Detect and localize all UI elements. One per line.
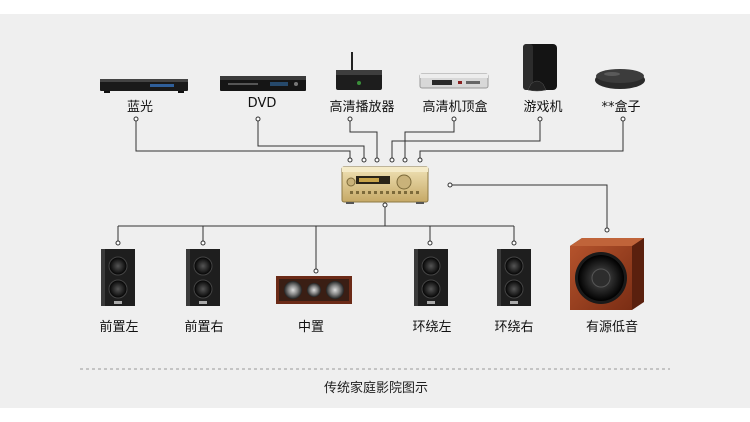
speaker-label-surround-right: 环绕右 <box>494 320 534 335</box>
set-top-box-icon <box>419 73 489 89</box>
wire-bluray <box>135 119 351 160</box>
front-right-speaker-icon <box>186 249 220 306</box>
connection-lines <box>117 119 624 271</box>
speaker-label-surround-left: 环绕左 <box>412 320 452 335</box>
diagram-caption: 传统家庭影院图示 <box>323 381 429 396</box>
tv-box-icon <box>595 69 645 89</box>
wire-dvd <box>257 119 365 160</box>
surround-right-speaker-icon <box>497 249 531 306</box>
hd-media-player-icon <box>336 52 382 90</box>
wire-stb <box>404 119 455 160</box>
active-subwoofer-icon <box>570 238 644 310</box>
surround-left-speaker-icon <box>414 249 448 306</box>
source-label-hd-player: 高清播放器 <box>329 100 395 115</box>
source-label-set-top-box: 高清机顶盒 <box>422 100 488 115</box>
wire-tvbox <box>419 119 624 160</box>
bluray-player-icon <box>100 79 188 93</box>
wire-subwoofer <box>450 184 608 230</box>
center-speaker-icon <box>276 276 352 304</box>
source-label-dvd: DVD <box>247 96 277 111</box>
game-console-icon <box>523 44 557 92</box>
connection-dots <box>115 116 626 274</box>
av-receiver-icon <box>341 166 429 204</box>
speaker-label-front-left: 前置左 <box>99 320 139 335</box>
dvd-player-icon <box>220 76 306 91</box>
speaker-label-center: 中置 <box>297 320 325 335</box>
source-label-tv-box: **盒子 <box>601 100 641 115</box>
speaker-label-subwoofer: 有源低音 <box>585 320 639 335</box>
speaker-label-front-right: 前置右 <box>184 320 224 335</box>
wire-console <box>391 119 541 160</box>
front-left-speaker-icon <box>101 249 135 306</box>
wire-hdplayer <box>349 119 378 160</box>
source-label-game-console: 游戏机 <box>523 100 563 115</box>
source-label-bluray: 蓝光 <box>126 100 154 115</box>
